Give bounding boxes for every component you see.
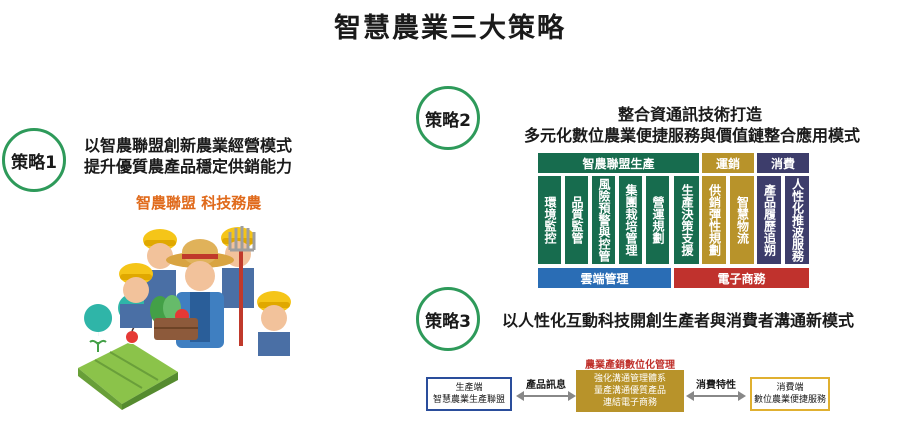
- col-group-cultivation: 集團栽培管理: [619, 176, 642, 264]
- consumer-box-title: 消費端: [776, 383, 804, 393]
- col-operation-planning: 營運規劃: [646, 176, 669, 264]
- strategy2-line2: 多元化數位農業便捷服務與價值鏈整合應用模式: [523, 126, 860, 145]
- producer-box-title: 生產端: [455, 383, 483, 393]
- strategy2-badge-label: 策略2: [425, 110, 471, 131]
- col-personalized-service: 人性化推波服務: [785, 176, 809, 264]
- strategy1-badge-label: 策略1: [11, 152, 57, 173]
- farmer-mid-left: [119, 263, 153, 328]
- double-arrow-right-icon: [686, 391, 746, 401]
- strategy1-line1: 以智農聯盟創新農業經營模式: [84, 136, 293, 155]
- strategy3-badge: 策略3: [416, 287, 480, 351]
- farmer-back-right: [221, 227, 255, 308]
- farmland-icon: [78, 342, 178, 410]
- pitchfork-icon: [228, 226, 256, 346]
- strategy1-line2: 提升優質農產品穩定供銷能力: [84, 157, 293, 176]
- strategy1-badge: 策略1: [2, 128, 66, 192]
- center-title: 農業產銷數位化管理: [585, 360, 675, 371]
- pin-sprout-icon: [84, 304, 113, 360]
- center-box: 強化溝通管理體系 量產溝通優質產品 連結電子商務: [576, 370, 684, 412]
- col-quality-supervision: 品質監管: [565, 176, 588, 264]
- col-smart-logistics: 智慧物流: [730, 176, 754, 264]
- double-arrow-left-icon: [516, 391, 576, 401]
- strategy2-badge: 策略2: [416, 86, 480, 150]
- strategy3-badge-label: 策略3: [425, 311, 471, 332]
- consumer-box: 消費端 數位農業便捷服務: [750, 377, 830, 411]
- strategy1-subtitle: 智農聯盟 科技務農: [136, 194, 262, 212]
- header-production: 智農聯盟生產: [538, 153, 699, 173]
- center-box-line1: 強化溝通管理體系: [593, 374, 666, 384]
- header-distribution: 運銷: [702, 153, 754, 173]
- strategy2-line1: 整合資通訊技術打造: [617, 105, 762, 124]
- header-consumption: 消費: [757, 153, 809, 173]
- col-risk-warning: 風險預警與控管: [592, 176, 615, 264]
- bar-cloud-management: 雲端管理: [538, 268, 671, 288]
- consumer-box-sub: 數位農業便捷服務: [753, 395, 826, 405]
- center-box-line3: 連結電子商務: [602, 398, 657, 408]
- page-title: 智慧農業三大策略: [334, 13, 566, 44]
- col-supply-planning: 供銷彈性規劃: [702, 176, 726, 264]
- farmer-mid-right: [257, 291, 291, 356]
- strategy1-description: 以智農聯盟創新農業經營模式 提升優質農產品穩定供銷能力: [84, 135, 344, 177]
- producer-box: 生產端 智慧農業生產聯盟: [426, 377, 512, 411]
- strategy3-line1: 以人性化互動科技開創生產者與消費者溝通新模式: [502, 311, 855, 330]
- col-environment-monitoring: 環境監控: [538, 176, 561, 264]
- bar-ecommerce: 電子商務: [674, 268, 809, 288]
- vegetable-basket-icon: [150, 295, 198, 340]
- center-box-line2: 量產溝通優質產品: [593, 386, 666, 396]
- farmers-illustration: [78, 226, 291, 410]
- col-decision-support: 生產決策支援: [674, 176, 699, 264]
- col-product-traceability: 產品履歷追朔: [757, 176, 781, 264]
- arrow-label-consumer-traits: 消費特性: [696, 380, 736, 391]
- producer-box-sub: 智慧農業生產聯盟: [432, 395, 505, 405]
- arrow-label-product-info: 產品訊息: [526, 380, 566, 391]
